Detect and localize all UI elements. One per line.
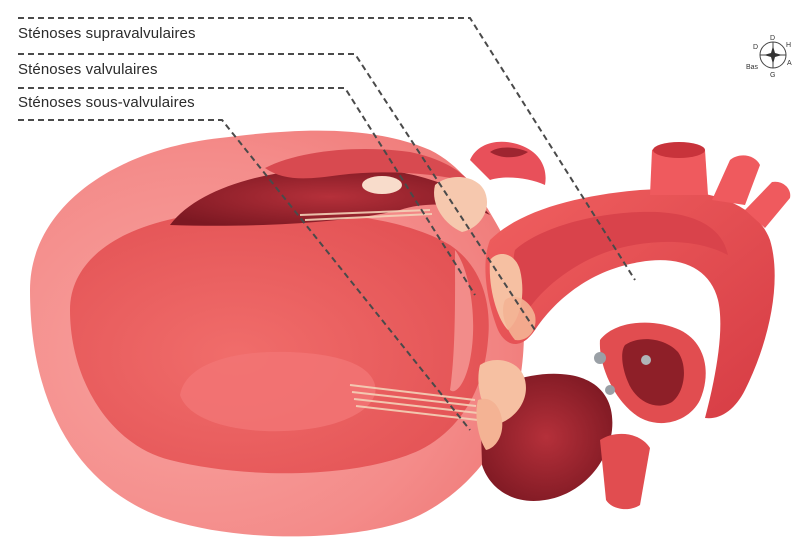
- left-carotid: [712, 155, 760, 205]
- compass-star: [764, 46, 782, 64]
- descending-vessel: [600, 434, 650, 509]
- compass-label-top-right: H: [786, 42, 791, 49]
- left-ventricle: [70, 211, 489, 473]
- atrial-valve-ring: [362, 176, 402, 194]
- compass-label-left: Bas: [746, 64, 759, 71]
- compass-label-top: D: [770, 35, 775, 42]
- label-supravalvular-stenosis: Sténoses supravalvulaires: [18, 25, 196, 42]
- compass-label-top-left: D: [753, 44, 758, 51]
- label-valvular-stenosis: Sténoses valvulaires: [18, 61, 158, 78]
- valve-detail: [641, 355, 651, 365]
- compass-label-right: A: [787, 60, 792, 67]
- label-subvalvular-stenosis: Sténoses sous-valvulaires: [18, 94, 195, 111]
- orientation-compass: D H A G Bas D: [746, 35, 792, 79]
- compass-label-bottom: G: [770, 72, 775, 79]
- vessel-opening: [653, 142, 705, 158]
- valve-detail: [605, 385, 615, 395]
- valve-detail: [594, 352, 606, 364]
